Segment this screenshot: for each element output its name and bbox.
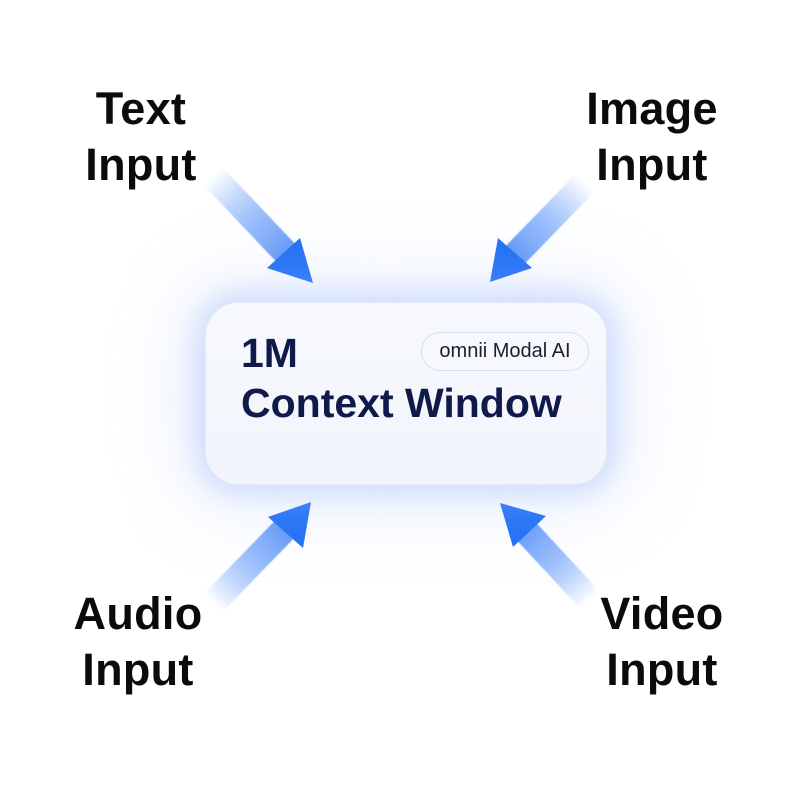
model-badge: omnii Modal AI — [421, 332, 589, 371]
image-input-label-line1: Image — [586, 83, 718, 134]
context-window-title-line2: Context Window — [241, 380, 562, 426]
video-input-label-line2: Input — [606, 644, 718, 695]
context-window-card: 1M Context Window omnii Modal AI — [205, 302, 607, 485]
text-input-arrow — [200, 163, 313, 283]
video-input-label: Video Input — [532, 586, 792, 698]
text-input-label-line2: Input — [85, 139, 197, 190]
context-window-title: 1M Context Window — [241, 328, 562, 428]
image-input-label: Image Input — [522, 81, 782, 193]
audio-input-label-line2: Input — [82, 644, 194, 695]
text-input-label: Text Input — [11, 81, 271, 193]
image-input-arrow — [490, 170, 598, 282]
video-input-label-line1: Video — [600, 588, 724, 639]
image-input-label-line2: Input — [596, 139, 708, 190]
audio-input-label-line1: Audio — [73, 588, 203, 639]
context-window-title-line1: 1M — [241, 330, 298, 376]
video-input-arrow — [500, 503, 603, 613]
audio-input-arrow — [200, 502, 311, 616]
text-input-label-line1: Text — [95, 83, 187, 134]
audio-input-label: Audio Input — [8, 586, 268, 698]
